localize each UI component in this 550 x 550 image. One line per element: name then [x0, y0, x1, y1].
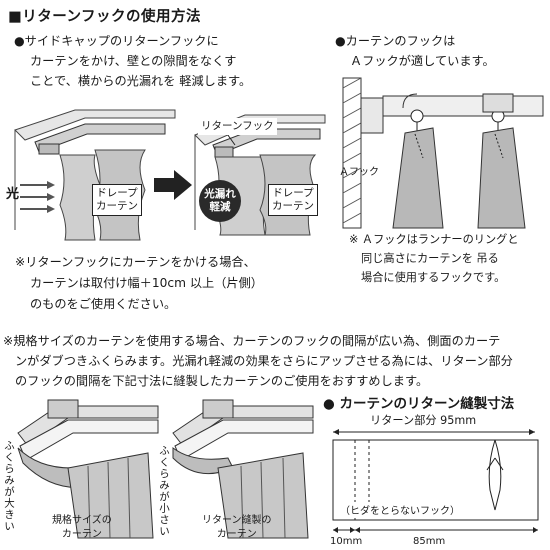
return-hook-label: リターンフック: [198, 118, 277, 135]
attach-note-3: のものをご使用ください。: [30, 297, 177, 311]
return-sewn-caption: リターン縫製のカーテン: [202, 515, 272, 540]
a-hook-note-1: ※ Ａフックはランナーのリングと: [349, 233, 519, 246]
standard-curtain-illustration: [17, 399, 159, 539]
return-width-label: リターン部分 95mm: [368, 412, 479, 430]
no-pleat-hook-label: （ヒダをとらないフック）: [340, 502, 460, 517]
hook-line-2: Ａフックが適しています。: [350, 54, 495, 68]
curtain-illustration-before: [14, 109, 176, 241]
size-note-3: のフックの間隔を下記寸法に縫製したカーテンのご使用をおすすめします。: [15, 374, 429, 388]
a-hook-illustration: [342, 77, 544, 229]
sewing-dimensions-title: ● カーテンのリターン縫製寸法: [323, 396, 515, 412]
a-hook-note-2: 同じ高さにカーテンを 吊る: [361, 252, 499, 265]
small-bulge-label: ふくらみが小さい: [158, 445, 170, 537]
hook-line-1: ●カーテンのフックは: [335, 34, 456, 48]
dimension-10mm: 10mm: [330, 536, 363, 547]
dimension-85mm: 85mm: [413, 536, 446, 547]
sewing-dimension-diagram: [332, 429, 539, 533]
intro-line-1: ●サイドキャップのリターンフックに: [14, 34, 219, 48]
light-label: 光: [6, 187, 20, 202]
size-note-1: ※規格サイズのカーテンを使用する場合、カーテンのフックの間隔が広い為、側面のカー…: [3, 334, 501, 348]
drape-label-after: ドレープカーテン: [268, 184, 318, 216]
large-bulge-label: ふくらみが大きい: [3, 440, 15, 532]
return-sewn-curtain-illustration: [172, 399, 314, 539]
arrow-right-icon: [154, 170, 192, 200]
intro-line-2: カーテンをかけ、壁との隙間をなくす: [30, 54, 237, 68]
page-title: ■リターンフックの使用方法: [8, 9, 202, 25]
size-note-2: ンがダブつきふくらみます。光漏れ軽減の効果をさらにアップさせる為には、リターン部…: [15, 354, 513, 368]
drape-label-before: ドレープカーテン: [92, 184, 142, 216]
attach-note-1: ※リターンフックにカーテンをかける場合、: [15, 255, 256, 269]
standard-curtain-caption: 規格サイズのカーテン: [52, 515, 112, 540]
a-hook-note-3: 場合に使用するフックです。: [361, 271, 506, 284]
a-hook-label: Ａフック: [339, 167, 379, 178]
attach-note-2: カーテンは取付け幅＋10cm 以上（片側）: [30, 276, 263, 290]
intro-line-3: ことで、横からの光漏れを 軽減します。: [30, 74, 252, 88]
light-leak-reduced-badge: 光漏れ軽減: [199, 180, 241, 222]
